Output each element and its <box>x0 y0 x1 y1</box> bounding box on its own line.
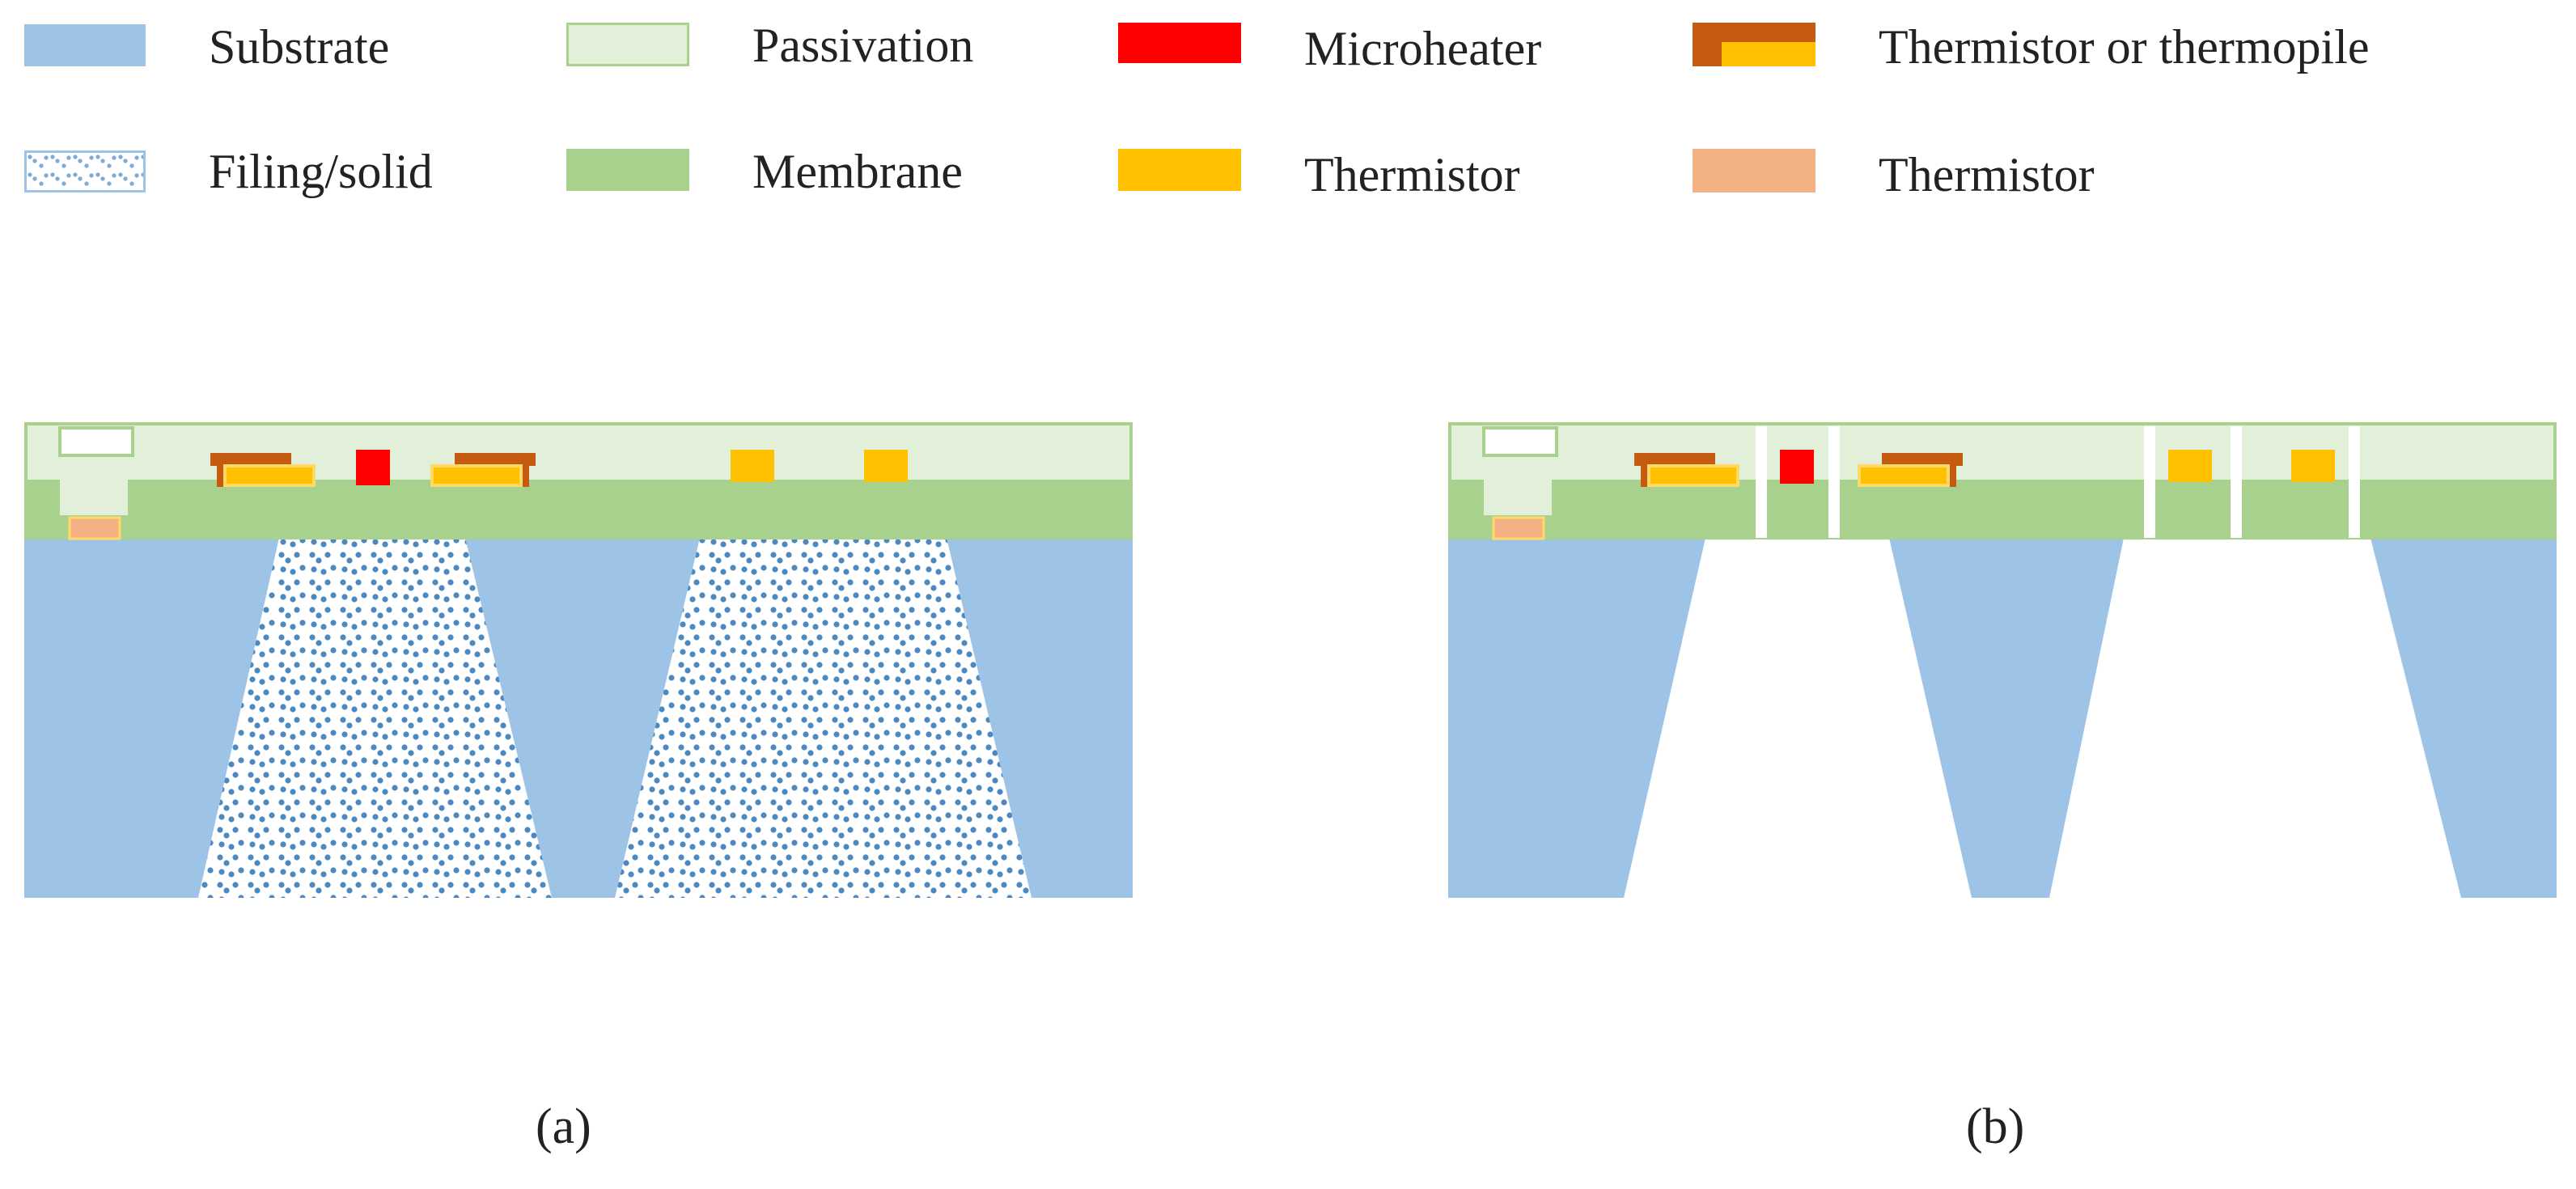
thermistor-a-right <box>430 464 523 487</box>
thermistor-a-left <box>223 464 316 487</box>
thermistor-or-thermopile-swatch <box>1693 23 1815 66</box>
thermistor-b-2 <box>2291 450 2335 482</box>
microheater-a <box>356 450 390 485</box>
passivation-b <box>1448 422 2557 483</box>
legend-thermistor-or-thermopile-label: Thermistor or thermopile <box>1879 20 2370 74</box>
passivation-swatch <box>566 23 689 66</box>
membrane-a <box>24 481 1133 539</box>
slit-b-3 <box>2144 426 2155 538</box>
legend: Substrate Passivation Microheater Thermi… <box>0 0 2576 210</box>
passivation-a <box>24 422 1133 483</box>
filling-a-left-dots <box>198 538 552 898</box>
thermistor-salmon-b <box>1492 516 1545 540</box>
legend-membrane-label: Membrane <box>752 145 963 198</box>
slit-b-1 <box>1756 426 1767 538</box>
caption-a: (a) <box>536 1099 591 1154</box>
slit-b-5 <box>2349 426 2360 538</box>
substrate-swatch <box>24 24 146 66</box>
legend-thermistor-salmon-label: Thermistor <box>1879 148 2095 201</box>
microheater-swatch <box>1118 23 1241 63</box>
slit-b-4 <box>2231 426 2242 538</box>
membrane-swatch <box>566 149 689 191</box>
thermistor-a-1 <box>731 450 774 482</box>
filling-a-right-dots <box>615 538 1032 898</box>
microheater-b <box>1780 450 1814 484</box>
legend-microheater-label: Microheater <box>1304 22 1542 75</box>
legend-passivation-label: Passivation <box>752 19 974 72</box>
thermistor-a-2 <box>864 450 908 482</box>
thermistor-b-right <box>1858 464 1950 487</box>
contact-pad-a <box>58 426 134 457</box>
passivation-plug-b <box>1484 480 1552 515</box>
substrate-b-right <box>2371 538 2557 898</box>
caption-b: (b) <box>1966 1099 2025 1154</box>
membrane-b <box>1448 481 2557 539</box>
thermistor-b-1 <box>2168 450 2212 482</box>
thermistor-b-left <box>1647 464 1739 487</box>
filling-swatch <box>24 150 146 193</box>
legend-filling-label: Filing/solid <box>209 145 433 198</box>
legend-substrate-label: Substrate <box>209 20 390 74</box>
contact-pad-b <box>1482 426 1558 457</box>
passivation-plug-a <box>60 480 128 515</box>
substrate-b-mid <box>1889 538 2124 898</box>
legend-thermistor-yellow-label: Thermistor <box>1304 148 1520 201</box>
slit-b-2 <box>1828 426 1840 538</box>
thermistor-salmon-swatch <box>1693 149 1815 193</box>
substrate-b-left <box>1448 538 1705 898</box>
diagram-a <box>24 422 1133 898</box>
diagram-b <box>1448 422 2557 898</box>
thermistor-salmon-a <box>68 516 121 540</box>
thermistor-yellow-swatch <box>1118 149 1241 191</box>
